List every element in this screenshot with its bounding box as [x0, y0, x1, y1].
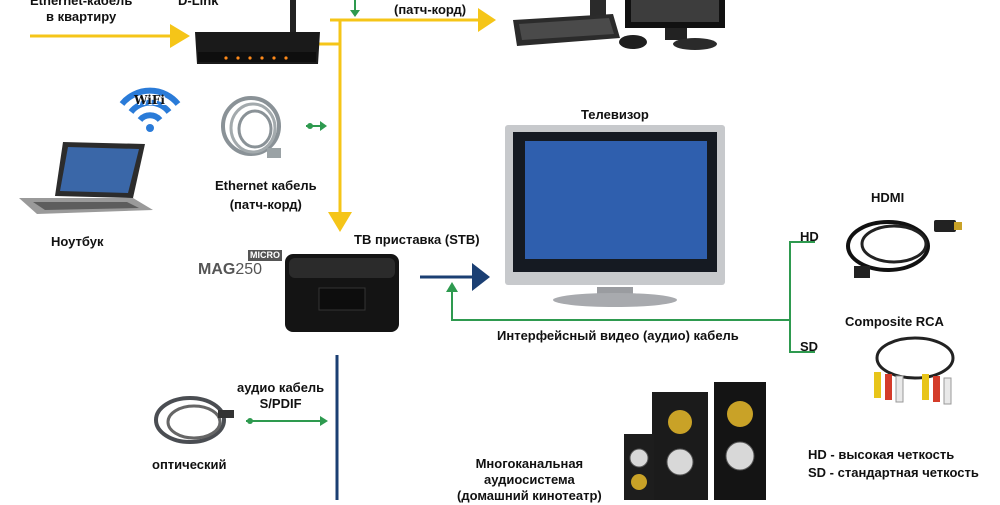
mag-number-text: 250	[235, 261, 263, 278]
sd-label: SD	[800, 339, 819, 354]
desktop-pc-image	[505, 0, 735, 52]
laptop-label: Ноутбук	[51, 234, 104, 249]
composite-label: Composite RCA	[845, 314, 944, 329]
audio-system-line-3: (домашний кинотеатр)	[457, 488, 602, 503]
router-image	[190, 0, 325, 70]
video-cable-label: Интерфейсный видео (аудио) кабель	[497, 328, 739, 343]
audio-cable-line-1: аудио кабель	[237, 380, 325, 395]
ethernet-cable-image	[215, 92, 300, 170]
hdmi-cable-image	[838, 210, 968, 285]
audio-system-label: Многоканальная аудиосистема (домашний ки…	[457, 456, 602, 504]
green-top-arrowhead	[350, 10, 360, 17]
laptop-image	[15, 140, 155, 220]
mag-model-text: MAG	[198, 261, 236, 278]
stb-label: ТВ приставка (STB)	[354, 232, 480, 247]
audio-cable-line-2: S/PDIF	[259, 396, 302, 411]
ethernet-cable-line-2: (патч-корд)	[229, 197, 302, 212]
tv-label: Телевизор	[581, 107, 649, 122]
green-ethernet-dot	[307, 123, 313, 129]
stb-to-tv-arrowhead	[472, 263, 490, 291]
speakers-image	[622, 378, 772, 500]
stb-image	[283, 252, 401, 334]
mag-micro-badge: MICRO	[248, 250, 282, 261]
router-to-stb-arrowhead	[328, 212, 352, 232]
ethernet-in-arrowhead	[170, 24, 190, 48]
tv-image	[505, 125, 725, 310]
router-brand-label: D-Link	[178, 0, 219, 8]
patch-cord-top-label: (патч-корд)	[394, 2, 467, 17]
ethernet-cable-label: Ethernet кабель (патч-корд)	[215, 178, 317, 213]
legend-sd: SD - стандартная четкость	[808, 465, 979, 480]
legend: HD - высокая четкость SD - стандартная ч…	[808, 446, 979, 482]
hd-label: HD	[800, 229, 819, 244]
legend-hd: HD - высокая четкость	[808, 447, 955, 462]
audio-system-line-1: Многоканальная	[475, 456, 584, 471]
video-cable-arrowhead	[446, 282, 458, 292]
composite-cable-image	[860, 330, 970, 410]
ethernet-to-apartment-line-1: Ethernet-кабель	[30, 0, 133, 8]
ethernet-to-apartment-label: Ethernet-кабель в квартиру	[30, 0, 132, 25]
router-to-pc-arrowhead	[478, 8, 496, 32]
audio-cable-arrowhead	[320, 416, 328, 426]
ethernet-cable-line-1: Ethernet кабель	[215, 178, 317, 193]
green-ethernet-arrowhead	[320, 121, 327, 131]
wifi-icon	[118, 74, 182, 134]
sd-branch-line	[789, 320, 815, 353]
audio-cable-label: аудио кабель S/PDIF	[237, 380, 324, 412]
wifi-label: WiFi	[134, 93, 165, 107]
optical-cable-image	[148, 392, 238, 452]
audio-cable-dot	[247, 418, 253, 424]
ethernet-to-apartment-line-2: в квартиру	[46, 9, 117, 24]
mag-model-logo: MAG250	[198, 262, 262, 278]
optical-label: оптический	[152, 457, 227, 472]
hdmi-label: HDMI	[871, 190, 905, 205]
audio-system-line-2: аудиосистема	[484, 472, 575, 487]
